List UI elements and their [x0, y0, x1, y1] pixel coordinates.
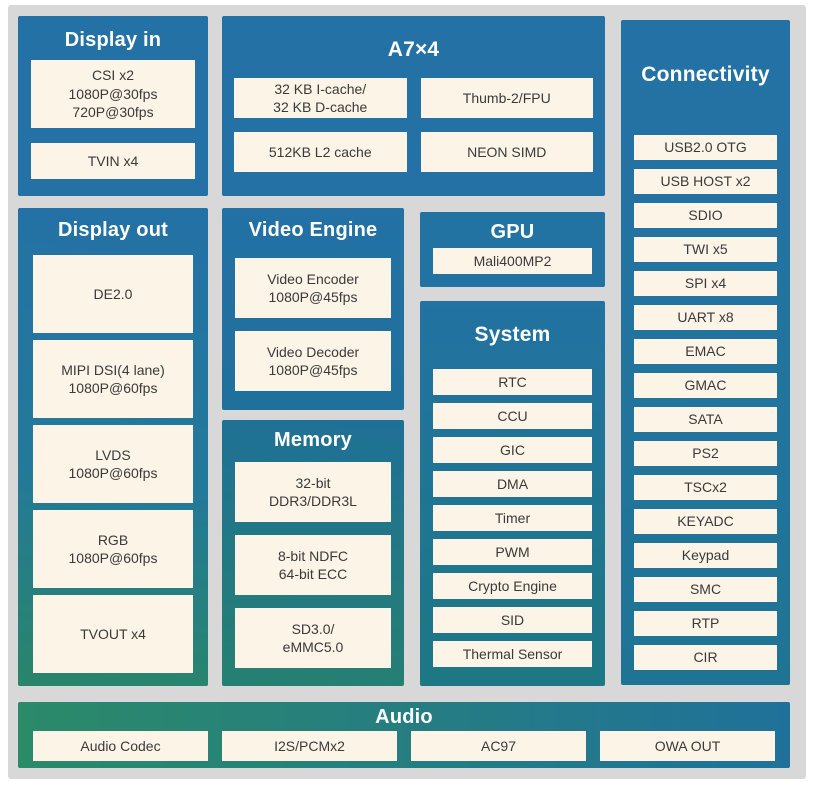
connectivity-item-tsc: TSCx2: [634, 475, 777, 500]
connectivity-item-smc: SMC: [634, 577, 777, 602]
memory-item-sd-emmc: SD3.0/ eMMC5.0: [235, 608, 391, 668]
connectivity-item-spi: SPI x4: [634, 271, 777, 296]
system-item-timer: Timer: [433, 505, 592, 531]
connectivity-item-cir: CIR: [634, 645, 777, 670]
system-item-rtc: RTC: [433, 369, 592, 395]
cpu-item-thumb-fpu: Thumb-2/FPU: [420, 78, 593, 118]
display-out-item-de: DE2.0: [33, 255, 193, 333]
connectivity-item-keyadc: KEYADC: [634, 509, 777, 534]
connectivity-item-usb-otg: USB2.0 OTG: [634, 135, 777, 160]
display-in-item-csi: CSI x2 1080P@30fps 720P@30fps: [31, 60, 195, 128]
connectivity-item-keypad: Keypad: [634, 543, 777, 568]
connectivity-item-rtp: RTP: [634, 611, 777, 636]
memory-item-ddr3: 32-bit DDR3/DDR3L: [235, 462, 391, 522]
gpu-title: GPU: [490, 221, 535, 243]
gpu-item-mali: Mali400MP2: [433, 248, 592, 274]
cpu-item-neon-simd: NEON SIMD: [420, 132, 593, 172]
block-connectivity: Connectivity USB2.0 OTG USB HOST x2 SDIO…: [621, 20, 790, 685]
audio-title: Audio: [375, 706, 433, 728]
block-display-out: Display out DE2.0 MIPI DSI(4 lane) 1080P…: [18, 208, 208, 686]
connectivity-item-sata: SATA: [634, 407, 777, 432]
system-item-ccu: CCU: [433, 403, 592, 429]
cpu-a7-title: A7×4: [387, 38, 440, 61]
connectivity-item-emac: EMAC: [634, 339, 777, 364]
block-video-engine: Video Engine Video Encoder 1080P@45fps V…: [222, 208, 404, 410]
audio-item-codec: Audio Codec: [33, 731, 208, 761]
system-item-pwm: PWM: [433, 539, 592, 565]
connectivity-item-sdio: SDIO: [634, 203, 777, 228]
display-out-item-lvds: LVDS 1080P@60fps: [33, 425, 193, 503]
audio-item-owa-out: OWA OUT: [600, 731, 775, 761]
display-out-item-rgb: RGB 1080P@60fps: [33, 510, 193, 588]
system-title: System: [474, 323, 551, 346]
connectivity-item-uart: UART x8: [634, 305, 777, 330]
video-engine-item-decoder: Video Decoder 1080P@45fps: [235, 331, 391, 391]
display-out-items: DE2.0 MIPI DSI(4 lane) 1080P@60fps LVDS …: [33, 255, 193, 673]
block-display-in: Display in CSI x2 1080P@30fps 720P@30fps…: [18, 16, 208, 196]
system-item-crypto-engine: Crypto Engine: [433, 573, 592, 599]
block-cpu-a7: A7×4 32 KB I-cache/ 32 KB D-cache Thumb-…: [222, 16, 605, 196]
block-audio: Audio Audio Codec I2S/PCMx2 AC97 OWA OUT: [18, 702, 790, 768]
connectivity-title: Connectivity: [641, 63, 770, 86]
memory-item-ndfc: 8-bit NDFC 64-bit ECC: [235, 535, 391, 595]
display-in-item-tvin: TVIN x4: [31, 143, 195, 179]
block-memory: Memory 32-bit DDR3/DDR3L 8-bit NDFC 64-b…: [222, 420, 404, 686]
cpu-item-l2-cache: 512KB L2 cache: [234, 132, 407, 172]
system-item-dma: DMA: [433, 471, 592, 497]
connectivity-item-ps2: PS2: [634, 441, 777, 466]
system-item-gic: GIC: [433, 437, 592, 463]
memory-title: Memory: [274, 429, 352, 451]
display-in-title: Display in: [64, 29, 162, 51]
cpu-item-cache: 32 KB I-cache/ 32 KB D-cache: [234, 78, 407, 118]
display-out-item-mipi-dsi: MIPI DSI(4 lane) 1080P@60fps: [33, 340, 193, 418]
system-item-sid: SID: [433, 607, 592, 633]
connectivity-item-gmac: GMAC: [634, 373, 777, 398]
system-item-thermal-sensor: Thermal Sensor: [433, 641, 592, 667]
connectivity-item-usb-host: USB HOST x2: [634, 169, 777, 194]
diagram-panel: Display in CSI x2 1080P@30fps 720P@30fps…: [8, 5, 806, 779]
cpu-a7-items: 32 KB I-cache/ 32 KB D-cache Thumb-2/FPU…: [234, 78, 593, 172]
display-out-item-tvout: TVOUT x4: [33, 595, 193, 673]
block-system: System RTC CCU GIC DMA Timer PWM Crypto …: [420, 301, 605, 686]
display-out-title: Display out: [58, 219, 168, 241]
audio-item-ac97: AC97: [411, 731, 586, 761]
connectivity-item-twi: TWI x5: [634, 237, 777, 262]
video-engine-title: Video Engine: [248, 219, 378, 241]
block-gpu: GPU Mali400MP2: [420, 212, 605, 287]
audio-item-i2s-pcm: I2S/PCMx2: [222, 731, 397, 761]
audio-items: Audio Codec I2S/PCMx2 AC97 OWA OUT: [33, 731, 775, 761]
video-engine-item-encoder: Video Encoder 1080P@45fps: [235, 258, 391, 318]
